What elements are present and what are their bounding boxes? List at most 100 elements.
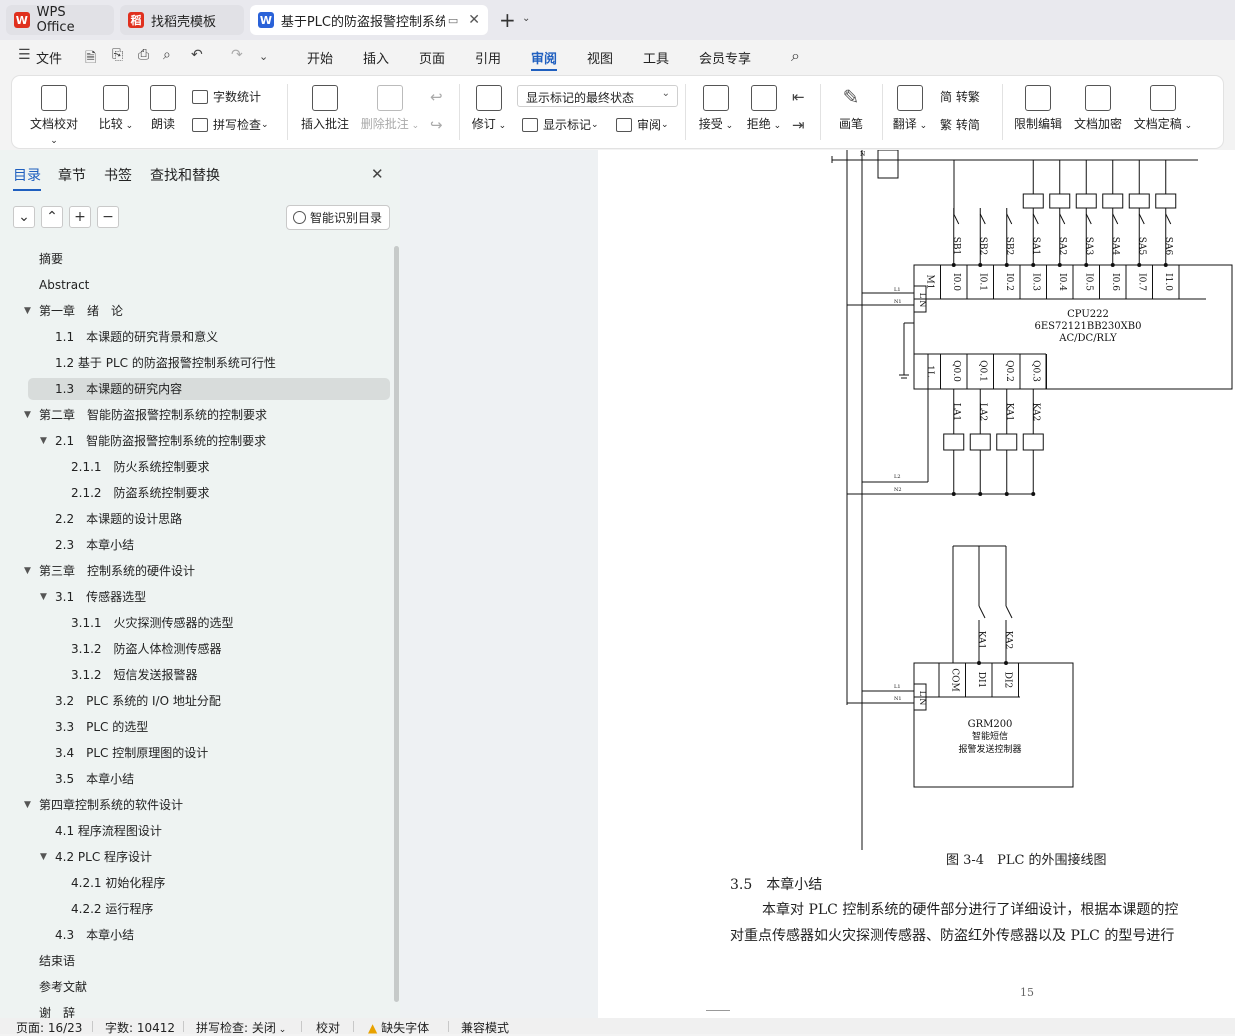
- to-traditional-button[interactable]: 简 转繁: [940, 88, 980, 105]
- previous-comment-icon[interactable]: ↩: [430, 88, 443, 106]
- proofread-indicator[interactable]: 校对: [316, 1021, 341, 1035]
- toc-item[interactable]: 3.5 本章小结: [0, 768, 390, 790]
- next-revision-icon[interactable]: ⇥: [792, 116, 805, 134]
- review-pane-button[interactable]: 审阅 ⌄: [616, 116, 669, 133]
- collapse-arrow-icon[interactable]: ▼: [24, 566, 31, 576]
- toc-item[interactable]: 3.1.2 防盗人体检测传感器: [0, 638, 390, 660]
- doc-proofread-button[interactable]: 文档校对 ⌄: [26, 85, 82, 146]
- markup-state-select[interactable]: 显示标记的最终状态 ⌄: [517, 85, 678, 107]
- save-icon[interactable]: 🗎: [85, 50, 97, 66]
- show-markup-button[interactable]: 显示标记 ⌄: [522, 116, 599, 133]
- collapse-arrow-icon[interactable]: ▼: [40, 852, 47, 862]
- toc-item[interactable]: ▼第四章控制系统的软件设计: [0, 794, 390, 816]
- tab-wps-office[interactable]: W WPS Office: [6, 5, 114, 35]
- toc-item[interactable]: 4.1 程序流程图设计: [0, 820, 390, 842]
- menu-reference[interactable]: 引用: [475, 52, 502, 67]
- collapse-arrow-icon[interactable]: ▼: [40, 592, 47, 602]
- menu-hamburger-icon[interactable]: ☰: [18, 47, 31, 63]
- reject-button[interactable]: 拒绝 ⌄: [744, 85, 784, 132]
- nav-tab-find-replace[interactable]: 查找和替换: [150, 168, 220, 184]
- compare-button[interactable]: 比较 ⌄: [96, 85, 136, 132]
- search-icon[interactable]: ⌕: [791, 46, 800, 65]
- previous-revision-icon[interactable]: ⇤: [792, 88, 805, 106]
- undo-icon[interactable]: ↶: [191, 47, 203, 63]
- toc-item[interactable]: 4.2.2 运行程序: [0, 898, 390, 920]
- print-icon[interactable]: ⎙: [138, 47, 150, 63]
- toc-item[interactable]: 2.3 本章小结: [0, 534, 390, 556]
- nav-tab-toc[interactable]: 目录: [13, 165, 41, 191]
- collapse-arrow-icon[interactable]: ▼: [24, 306, 31, 316]
- to-simplified-button[interactable]: 繁 转简: [940, 116, 980, 133]
- close-tab-icon[interactable]: ✕: [468, 12, 480, 28]
- toc-item[interactable]: 3.3 PLC 的选型: [0, 716, 390, 738]
- toc-item[interactable]: 3.1.1 火灾探测传感器的选型: [0, 612, 390, 634]
- tab-current-document[interactable]: W 基于PLC的防盗报警控制系统设 ▭ ✕: [250, 5, 488, 35]
- toc-item[interactable]: 摘要: [0, 248, 390, 270]
- remove-heading-button[interactable]: −: [97, 206, 119, 228]
- menu-vip[interactable]: 会员专享: [699, 52, 752, 67]
- toc-item[interactable]: 3.2 PLC 系统的 I/O 地址分配: [0, 690, 390, 712]
- expand-down-button[interactable]: ⌄: [13, 206, 35, 228]
- toc-item[interactable]: ▼第二章 智能防盗报警控制系统的控制要求: [0, 404, 390, 426]
- file-menu[interactable]: 文件: [36, 52, 63, 67]
- menu-start[interactable]: 开始: [307, 52, 334, 67]
- toc-item[interactable]: 结束语: [0, 950, 390, 972]
- read-aloud-button[interactable]: 朗读: [148, 85, 178, 132]
- toc-item[interactable]: ▼第一章 绪 论: [0, 300, 390, 322]
- toc-item[interactable]: 谢 辞: [0, 1002, 390, 1024]
- page-indicator[interactable]: 页面: 16/23: [16, 1021, 83, 1035]
- toc-item[interactable]: 1.2 基于 PLC 的防盗报警控制系统可行性: [0, 352, 390, 374]
- tab-docer[interactable]: 稻 找稻壳模板: [120, 5, 244, 35]
- restrict-edit-button[interactable]: 限制编辑: [1012, 85, 1064, 132]
- toc-item[interactable]: 4.2.1 初始化程序: [0, 872, 390, 894]
- collapse-arrow-icon[interactable]: ▼: [40, 436, 47, 446]
- menu-insert[interactable]: 插入: [363, 52, 390, 67]
- collapse-arrow-icon[interactable]: ▼: [24, 800, 31, 810]
- toc-item[interactable]: 4.3 本章小结: [0, 924, 390, 946]
- nav-tab-sections[interactable]: 章节: [58, 168, 86, 184]
- translate-button[interactable]: 翻译 ⌄: [890, 85, 930, 132]
- collapse-arrow-icon[interactable]: ▼: [24, 410, 31, 420]
- add-heading-button[interactable]: +: [69, 206, 91, 228]
- print-preview-icon[interactable]: ⌕: [163, 47, 171, 63]
- next-comment-icon[interactable]: ↪: [430, 116, 443, 134]
- toc-item[interactable]: ▼2.1 智能防盗报警控制系统的控制要求: [0, 430, 390, 452]
- spell-check-indicator[interactable]: 拼写检查: 关闭 ⌄: [196, 1021, 287, 1035]
- redo-icon[interactable]: ↷: [231, 47, 243, 63]
- revise-button[interactable]: 修订 ⌄: [468, 85, 510, 132]
- smart-toc-button[interactable]: 智能识别目录: [286, 205, 390, 230]
- toc-item[interactable]: Abstract: [0, 274, 390, 296]
- toc-item-selected[interactable]: 1.3 本课题的研究内容: [28, 378, 390, 400]
- close-pane-icon[interactable]: ✕: [371, 165, 384, 183]
- delete-comment-button[interactable]: 删除批注 ⌄: [360, 85, 420, 132]
- ink-button[interactable]: ✎ 画笔: [834, 85, 868, 132]
- toc-item[interactable]: 3.1.2 短信发送报警器: [0, 664, 390, 686]
- missing-font-indicator[interactable]: ▲ 缺失字体: [368, 1019, 429, 1036]
- chevron-down-icon[interactable]: ⌄: [522, 13, 531, 24]
- menu-review[interactable]: 审阅: [531, 48, 558, 71]
- toc-item[interactable]: 参考文献: [0, 976, 390, 998]
- menu-page[interactable]: 页面: [419, 52, 446, 67]
- toc-item[interactable]: ▼4.2 PLC 程序设计: [0, 846, 390, 868]
- word-count-button[interactable]: 字数统计: [192, 88, 261, 105]
- toc-item[interactable]: ▼第三章 控制系统的硬件设计: [0, 560, 390, 582]
- collapse-up-button[interactable]: ⌃: [41, 206, 63, 228]
- new-tab-icon[interactable]: +: [499, 8, 516, 32]
- spell-check-button[interactable]: 拼写检查 ⌄: [192, 116, 269, 133]
- accept-button[interactable]: 接受 ⌄: [696, 85, 736, 132]
- toc-item[interactable]: 2.1.2 防盗系统控制要求: [0, 482, 390, 504]
- toc-item[interactable]: ▼3.1 传感器选型: [0, 586, 390, 608]
- menu-view[interactable]: 视图: [587, 52, 614, 67]
- toc-item[interactable]: 1.1 本课题的研究背景和意义: [0, 326, 390, 348]
- share-icon[interactable]: ⎘: [112, 47, 124, 63]
- encrypt-doc-button[interactable]: 文档加密: [1072, 85, 1124, 132]
- word-count-indicator[interactable]: 字数: 10412: [105, 1021, 176, 1035]
- quick-access-dropdown-icon[interactable]: ⌄: [259, 50, 269, 63]
- nav-tab-bookmarks[interactable]: 书签: [104, 168, 132, 184]
- finalize-doc-button[interactable]: 文档定稿 ⌄: [1132, 85, 1194, 132]
- toc-item[interactable]: 2.2 本课题的设计思路: [0, 508, 390, 530]
- nav-scrollbar[interactable]: [394, 246, 399, 1002]
- toc-item[interactable]: 2.1.1 防火系统控制要求: [0, 456, 390, 478]
- toc-item[interactable]: 3.4 PLC 控制原理图的设计: [0, 742, 390, 764]
